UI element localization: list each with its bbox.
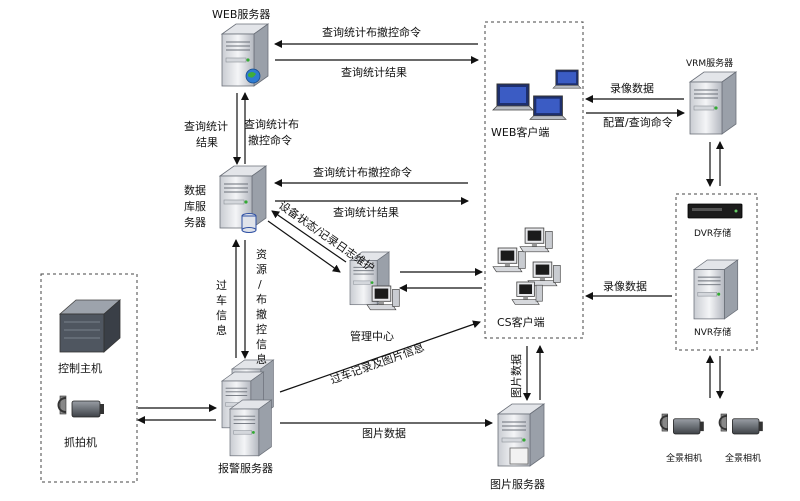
alarm-to-cs-arrow [279,320,481,393]
capture-machine-label: 抓拍机 [64,435,97,449]
vrm-server-icon [689,71,737,135]
web-client-label: WEB客户端 [491,125,549,139]
db-alarm-right-char: 布 [256,293,267,306]
control-host-label: 控制主机 [58,361,102,375]
panorama-camera-2-icon [718,413,764,435]
db-alarm-right-label: 资 源 / 布 撤 控 信 息 [256,248,267,366]
dvr-storage-label: DVR存储 [694,227,731,239]
nvr-storage-icon [693,259,739,320]
dvr-storage-icon [687,203,743,219]
nvr-storage-label: NVR存储 [694,326,731,338]
database-server-label-line3: 务器 [184,216,206,229]
database-server-label-line1: 数据 [184,183,206,197]
web-server-label: WEB服务器 [212,8,270,21]
alarm-server-icon [221,359,274,457]
picture-server-label: 图片服务器 [490,478,545,491]
control-host-icon [58,299,122,353]
database-server-icon [219,165,267,233]
cs-client-pcs-icon [492,227,561,305]
panorama-camera-1-icon [659,413,705,435]
nvr-record-label: 录像数据 [603,279,647,293]
web-cmd-label: 查询统计布撤控命令 [322,25,421,39]
db-alarm-left-char: 过 [216,279,227,292]
db-alarm-left-char: 息 [216,323,227,337]
picture-server-icon [497,403,545,467]
db-alarm-right-char: 控 [256,322,267,336]
db-alarm-right-char: / [258,278,262,291]
pic-cs-label: 图片数据 [509,354,523,398]
vrm-server-label: VRM服务器 [686,57,733,69]
vrm-config-label: 配置/查询命令 [603,115,673,129]
web-db-left-label-line1: 查询统计 [184,119,228,133]
cs-client-label: CS客户端 [497,315,545,329]
management-center-label: 管理中心 [350,329,394,343]
connections [137,40,724,427]
web-db-right-label-line1: 查询统计布 [244,117,299,131]
web-server-icon [221,23,269,87]
db-to-mgmt-arrow-b [271,210,347,263]
db-alarm-right-char: 资 [256,248,267,261]
web-client-laptops-icon [492,69,582,120]
alarm-server-label: 报警服务器 [218,461,273,475]
db-alarm-left-char: 车 [216,293,227,307]
web-db-left-label-line2: 结果 [196,136,218,149]
capture-camera-icon [57,395,105,418]
storage-group-box [675,193,758,351]
db-alarm-right-char: 撤 [256,307,267,321]
db-to-mgmt-arrow-a [267,220,341,273]
panorama-camera-2-label: 全景相机 [725,452,761,464]
database-server-label-line2: 库服 [184,200,206,213]
alarm-pic-label: 图片数据 [362,426,406,440]
db-alarm-left-label: 过 车 信 息 [216,279,227,337]
web-db-right-label-line2: 撤控命令 [248,133,292,147]
web-result-label: 查询统计结果 [341,65,407,79]
db-alarm-right-char: 息 [256,352,267,366]
panorama-camera-1-label: 全景相机 [666,452,702,464]
db-result-label: 查询统计结果 [333,205,399,219]
vrm-record-label: 录像数据 [610,81,654,95]
front-device-group-box [40,273,138,483]
client-group-box [484,21,584,339]
db-alarm-right-char: 信 [256,338,267,351]
db-alarm-right-char: 源 [256,262,267,276]
alarm-cs-label: 过车记录及图片信息 [328,340,426,387]
db-cmd-label: 查询统计布撤控命令 [313,165,412,179]
db-alarm-left-char: 信 [216,309,227,322]
